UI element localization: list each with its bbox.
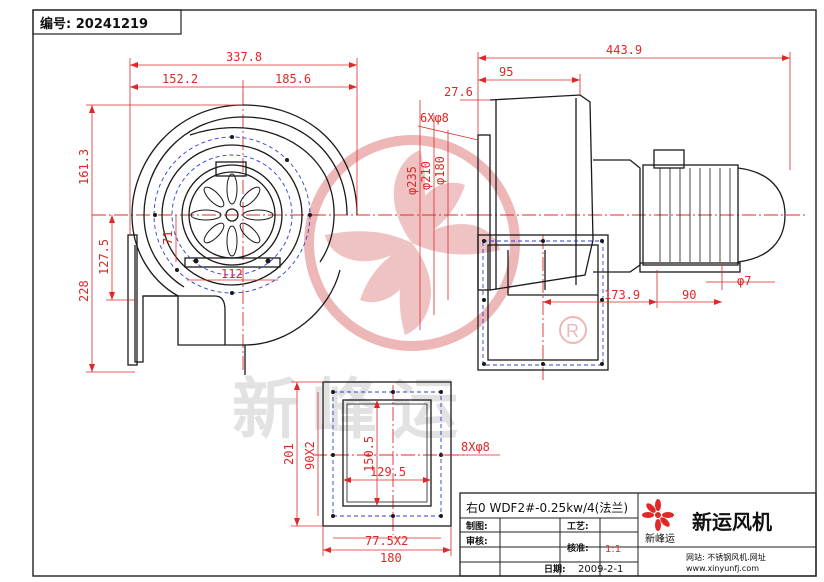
inlet-flange: [477, 134, 491, 291]
date-label: 日期:: [544, 563, 566, 575]
dim-motor-gap: 71: [161, 231, 175, 245]
watermark-text: 新峰运: [232, 371, 472, 448]
scale-value: 1:1: [605, 544, 621, 555]
craft-label: 工艺:: [567, 520, 589, 532]
dim-dia-235: φ235: [405, 166, 419, 195]
watermark-logo-petals: [325, 150, 500, 335]
dim-height-outlet: 127.5: [97, 239, 111, 275]
center-lines: [92, 92, 808, 535]
website-line: 网站: 不锈钢风机.网址: [686, 552, 766, 562]
title-block-text: 右0 WDF2#-0.25kw/4(法兰) 制图: 审核: 日期: 工艺: 核准…: [466, 499, 772, 575]
title-block: [459, 492, 817, 577]
motor-feet: [639, 262, 741, 273]
flange-view: [322, 381, 452, 527]
front-view: [127, 104, 358, 375]
review-label: 审核:: [466, 535, 488, 547]
motor-foot: [184, 257, 281, 268]
watermark-logo-circle: [304, 135, 520, 351]
side-view-bolts: [482, 239, 604, 366]
drawing-number-box: [32, 9, 182, 35]
flange-opening: [342, 399, 432, 507]
motor-adapter: [593, 159, 641, 273]
registered-mark: R: [566, 321, 579, 341]
volute-outer: [131, 104, 358, 297]
dim-flange-inner-h: 150.5: [362, 436, 376, 472]
registered-mark-circle: [559, 316, 587, 344]
flange-outer: [322, 381, 452, 527]
volute-scroll: [189, 127, 335, 263]
hub-petals: [190, 173, 274, 257]
impeller-housing: [161, 144, 303, 286]
dim-bolt-holes-inlet: 6Xφ8: [420, 111, 449, 125]
side-view: [477, 94, 786, 371]
motor-terminal-box: [653, 149, 685, 169]
terminal-box: [215, 161, 247, 177]
model-label: 右0 WDF2#-0.25kw/4(法兰): [466, 500, 628, 515]
volute-inner: [143, 116, 348, 288]
dim-foot-hole: φ7: [737, 274, 751, 288]
motor-flange: [181, 164, 283, 266]
dim-total-length: 443.9: [606, 43, 642, 57]
dim-dia-210: φ210: [419, 161, 433, 190]
flange-bolts: [331, 390, 443, 518]
housing-body: [489, 94, 594, 291]
company-logo-icon: [642, 499, 674, 531]
dim-flange-height: 201: [282, 443, 296, 465]
drawing-number: 编号: 20241219: [40, 16, 148, 32]
dim-overall-width: 337.8: [226, 50, 262, 64]
website-url: www.xinyunfj.com: [686, 564, 759, 573]
dimension-labels: 337.8 152.2 185.6 161.3 127.5 228 71 112…: [77, 43, 751, 565]
dim-height-total: 228: [77, 280, 91, 302]
drawing-border: [32, 9, 817, 577]
dim-right-part: 185.6: [275, 72, 311, 86]
approve-label: 核准:: [567, 542, 589, 554]
dim-flange-thickness: 27.6: [444, 85, 473, 99]
dim-left-part: 152.2: [162, 72, 198, 86]
watermark: R 新峰运: [232, 135, 587, 448]
dim-height-upper: 161.3: [77, 149, 91, 185]
base-plate: [244, 269, 341, 346]
dim-motor-foot: 90: [682, 288, 696, 302]
dim-housing-depth: 95: [499, 65, 513, 79]
front-view-bolts: [153, 135, 312, 295]
dim-flange-pitch-h: 77.5X2: [365, 534, 408, 548]
dim-flange-pitch-v: 90X2: [303, 441, 317, 470]
dimension-arrows: [89, 55, 790, 553]
outlet-flange-side: [477, 234, 609, 371]
motor-body: [642, 164, 739, 266]
motor-fan-cover: [737, 167, 786, 263]
dim-foot-width: 112: [221, 267, 243, 281]
dimension-lines: [86, 52, 791, 556]
dim-dia-180: φ180: [433, 156, 447, 185]
date-value: 2009-2-1: [578, 564, 623, 575]
dim-bolt-holes-outlet: 8Xφ8: [461, 440, 490, 454]
dim-motor-base: 173.9: [604, 288, 640, 302]
hub: [225, 208, 239, 222]
draw-label: 制图:: [466, 520, 488, 532]
company-name: 新运风机: [692, 510, 772, 534]
base-bracket: [143, 295, 226, 345]
dim-flange-width: 180: [380, 551, 402, 565]
dim-flange-inner-w: 129.5: [370, 465, 406, 479]
logo-text: 新峰运: [645, 532, 675, 545]
